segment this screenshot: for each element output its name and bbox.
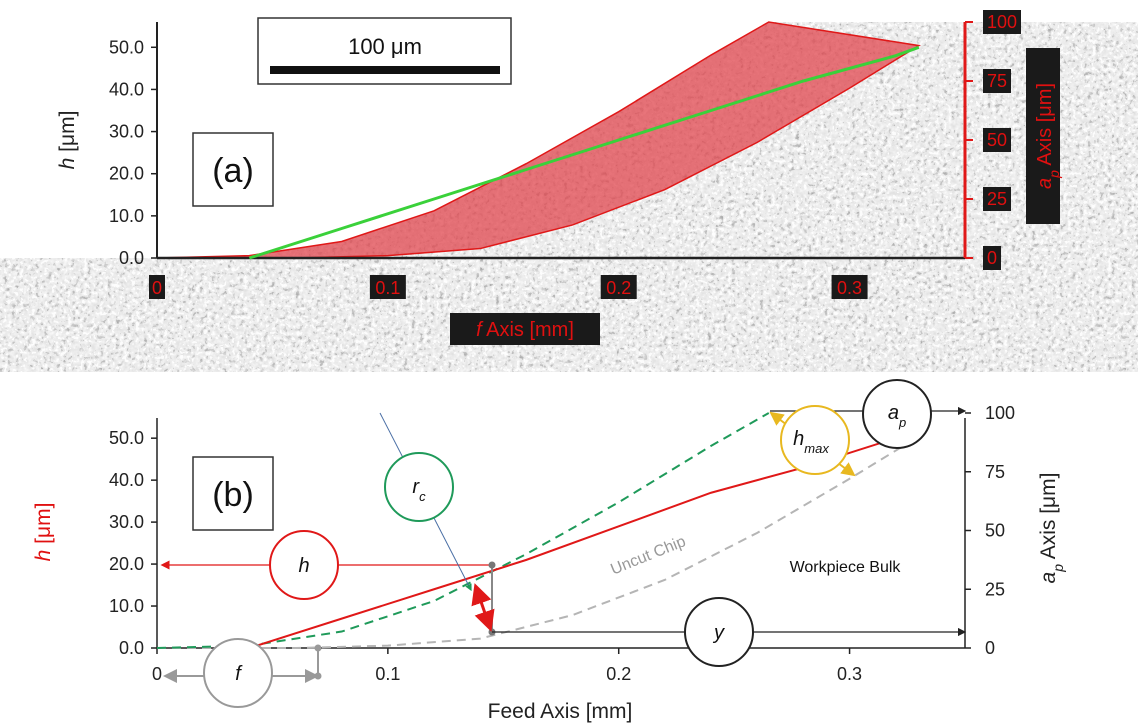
f-top-point (314, 644, 322, 652)
panel-a-ap-label-box (1026, 48, 1060, 224)
panel-b-ap-axis-label: ap Axis [μm] (1037, 473, 1066, 584)
panel-a-ap-tick-label: 25 (987, 189, 1007, 209)
chip-thickness-arrow (471, 583, 495, 632)
panel-b-f-tick-label: 0.3 (837, 664, 862, 684)
panel-b-h-tick-label: 20.0 (109, 554, 144, 574)
panel-a-f-tick-box (149, 275, 165, 299)
panel-a-h-tick-label: 10.0 (109, 206, 144, 226)
rc-circle-label: rc (412, 476, 426, 504)
panel-a-f-label-box (450, 313, 600, 345)
panel-a-f-tick-box (369, 275, 406, 299)
panel-a-h-axis-label: h [μm] (56, 111, 79, 170)
panel-a-ap-tick-box (983, 187, 1011, 211)
panel-b-f-tick-label: 0 (152, 664, 162, 684)
panel-a-label-box (192, 132, 274, 207)
panel-a-f-tick-label: 0.3 (837, 278, 862, 298)
hmax-circle-label: hmax (793, 428, 829, 456)
panel-b-ap-tick-label: 50 (985, 521, 1005, 541)
panel-a-h-tick-label: 20.0 (109, 164, 144, 184)
panel-a: 0.0 10.0 20.0 30.0 40.0 50.0 0 0.1 0.2 0.3 0 25 50… (0, 10, 1138, 372)
panel-b-h-tick-label: 10.0 (109, 596, 144, 616)
panel-a-ap-tick-box (983, 246, 1001, 270)
panel-b-x-axis-label: Feed Axis [mm] (488, 700, 633, 723)
panel-a-h-tick-label: 30.0 (109, 122, 144, 142)
panel-a-ap-tick-label: 50 (987, 130, 1007, 150)
panel-b-ap-ticks: 0 25 50 75 100 (965, 403, 1015, 658)
panel-a-ap-tick-label: 100 (987, 12, 1017, 32)
panel-a-f-tick-label: 0.1 (375, 278, 400, 298)
panel-b-h-tick-label: 30.0 (109, 512, 144, 532)
panel-a-ap-tick-box (983, 128, 1011, 152)
panel-b-h-tick-label: 0.0 (119, 638, 144, 658)
panel-b: 0.0 10.0 20.0 30.0 40.0 50.0 0 0.1 0.2 0.3 0 25 50… (32, 379, 1066, 723)
ap-circle-label: ap (888, 402, 906, 430)
h-circle (269, 530, 339, 600)
panel-a-h-tick-label: 0.0 (119, 248, 144, 268)
panel-a-ap-tick-box (983, 10, 1021, 34)
panel-a-h-line (248, 45, 920, 260)
scale-bar (270, 66, 500, 74)
panel-b-label-box (192, 456, 274, 531)
panel-b-ap-tick-label: 75 (985, 462, 1005, 482)
panel-b-ap-tick-label: 25 (985, 579, 1005, 599)
y-circle (684, 597, 754, 667)
y-circle-label: y (712, 622, 725, 644)
workpiece-bulk-curve (157, 435, 920, 649)
h-circle-label: h (298, 555, 309, 577)
panel-a-ap-tick-box (983, 69, 1011, 93)
panel-b-ap-tick-label: 0 (985, 638, 995, 658)
panel-a-f-tick-label: 0.2 (606, 278, 631, 298)
panel-b-h-tick-label: 50.0 (109, 428, 144, 448)
workpiece-bulk-label: Workpiece Bulk (790, 559, 902, 576)
panel-a-h-tick-label: 40.0 (109, 79, 144, 99)
panel-a-ap-axis-label: ap Axis [μm] (1034, 83, 1062, 189)
ap-circle (862, 379, 932, 449)
scale-bar-label: 100 μm (348, 34, 422, 59)
panel-b-f-ticks: 0 0.1 0.2 0.3 (152, 648, 862, 684)
h-point (488, 561, 496, 569)
panel-a-f-axis-label: f Axis [mm] (476, 319, 574, 341)
panel-b-f-tick-label: 0.2 (606, 664, 631, 684)
hmax-circle (780, 405, 850, 475)
panel-a-label: (a) (212, 152, 254, 190)
f-bottom-point (314, 672, 322, 680)
panel-b-h-axis-label: h [μm] (32, 503, 55, 562)
panel-b-h-tick-label: 40.0 (109, 470, 144, 490)
panel-a-ap-tick-label: 0 (987, 248, 997, 268)
panel-a-ap-tick-label: 75 (987, 71, 1007, 91)
panel-b-f-tick-label: 0.1 (375, 664, 400, 684)
panel-a-ap-ticks: 0 25 50 75 100 (965, 10, 1021, 270)
panel-a-f-ticks: 0 0.1 0.2 0.3 (149, 275, 868, 299)
uncut-chip-label: Uncut Chip (608, 533, 688, 578)
f-circle-label: f (235, 663, 243, 685)
f-circle (203, 638, 273, 708)
panel-b-h-ticks: 0.0 10.0 20.0 30.0 40.0 50.0 (109, 428, 157, 658)
panel-b-label: (b) (212, 476, 254, 514)
panel-a-f-tick-label: 0 (152, 278, 162, 298)
panel-b-ap-tick-label: 100 (985, 403, 1015, 423)
uncut-chip-region (156, 21, 921, 259)
panel-a-f-tick-box (600, 275, 637, 299)
panel-a-f-tick-box (831, 275, 868, 299)
panel-a-h-tick-label: 50.0 (109, 37, 144, 57)
rc-circle (384, 452, 454, 522)
panel-a-h-ticks: 0.0 10.0 20.0 30.0 40.0 50.0 (109, 37, 157, 268)
